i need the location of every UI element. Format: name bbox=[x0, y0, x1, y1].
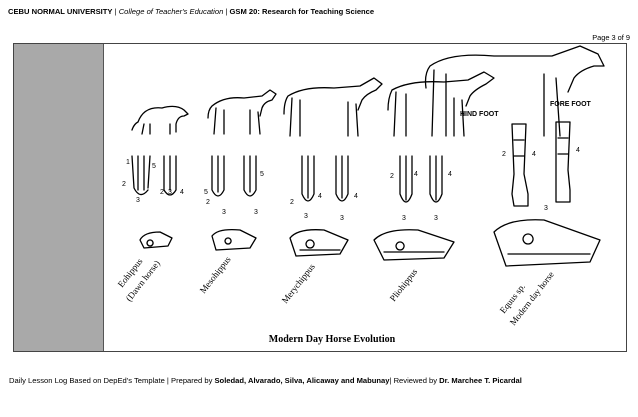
footer-reviewer: Dr. Marchee T. Picardal bbox=[439, 376, 522, 385]
digit-number: 2 bbox=[290, 199, 294, 206]
digit-number: 3 bbox=[544, 205, 548, 212]
equus-hind-foot bbox=[511, 123, 529, 207]
pliohippus-body bbox=[387, 71, 495, 137]
equus-fore-foot bbox=[555, 121, 571, 203]
hind-foot-label: HIND FOOT bbox=[460, 111, 499, 118]
gray-margin-band bbox=[14, 44, 104, 351]
digit-number: 3 bbox=[340, 215, 344, 222]
digit-number: 4 bbox=[532, 151, 536, 158]
digit-number: 2 bbox=[502, 151, 506, 158]
digit-number: 3 bbox=[434, 215, 438, 222]
digit-number: 4 bbox=[448, 171, 452, 178]
digit-number: 1 bbox=[126, 159, 130, 166]
digit-number: 4 bbox=[318, 193, 322, 200]
mesohippus-body bbox=[207, 89, 277, 135]
equus-body bbox=[424, 45, 605, 137]
merychippus-feet bbox=[301, 155, 349, 202]
digit-number: 5 bbox=[152, 163, 156, 170]
digit-number: 3 bbox=[254, 209, 258, 216]
digit-number: 4 bbox=[354, 193, 358, 200]
document-header: CEBU NORMAL UNIVERSITY | College of Teac… bbox=[8, 7, 374, 16]
footer-authors: Soledad, Alvarado, Silva, Alicaway and M… bbox=[214, 376, 390, 385]
figure-title: Modern Day Horse Evolution bbox=[269, 334, 396, 345]
digit-number: 3 bbox=[304, 213, 308, 220]
digit-number: 2 bbox=[206, 199, 210, 206]
digit-number: 5 bbox=[204, 189, 208, 196]
digit-number: 2 bbox=[390, 173, 394, 180]
college-name: College of Teacher's Education bbox=[118, 7, 224, 16]
mesohippus-feet bbox=[211, 155, 257, 197]
digit-number: 4 bbox=[180, 189, 184, 196]
digit-number: 3 bbox=[136, 197, 140, 204]
eohippus-body bbox=[131, 105, 189, 135]
header-separator: | bbox=[223, 7, 230, 16]
merychippus-skull bbox=[289, 229, 349, 257]
species-name: Mesohippus bbox=[198, 254, 233, 295]
digit-number: 2 bbox=[160, 189, 164, 196]
digit-number: 4 bbox=[414, 171, 418, 178]
header-separator: | bbox=[112, 7, 119, 16]
digit-number: 2 bbox=[122, 181, 126, 188]
digit-number: 3 bbox=[222, 209, 226, 216]
digit-number: 3 bbox=[402, 215, 406, 222]
digit-number: 5 bbox=[260, 171, 264, 178]
species-name: Merychippus bbox=[280, 261, 317, 305]
digit-labels: 1 5 2 3 2 3 4 5 2 5 3 3 3 2 4 4 3 2 4 4 … bbox=[122, 147, 580, 222]
footer-prefix: Daily Lesson Log Based on DepEd's Templa… bbox=[9, 376, 215, 385]
mesohippus-skull bbox=[211, 228, 257, 251]
evolution-illustration: 1 5 2 3 2 3 4 5 2 5 3 3 3 2 4 4 3 2 4 4 … bbox=[116, 45, 605, 345]
page-number: Page 3 of 9 bbox=[592, 33, 630, 42]
species-name: Pliohippus bbox=[388, 266, 420, 303]
university-name: CEBU NORMAL UNIVERSITY bbox=[8, 7, 113, 16]
pliohippus-skull bbox=[373, 229, 455, 261]
equus-skull bbox=[493, 219, 601, 267]
digit-number: 3 bbox=[168, 189, 172, 196]
footer-middle: | Reviewed by bbox=[389, 376, 440, 385]
figure-frame bbox=[13, 43, 627, 352]
eohippus-feet bbox=[131, 155, 177, 196]
pliohippus-feet bbox=[399, 155, 443, 203]
eohippus-skull bbox=[139, 231, 173, 249]
digit-number: 4 bbox=[576, 147, 580, 154]
merychippus-body bbox=[283, 77, 383, 137]
fore-foot-label: FORE FOOT bbox=[550, 101, 592, 108]
course-title: GSM 20: Research for Teaching Science bbox=[229, 7, 375, 16]
document-footer: Daily Lesson Log Based on DepEd's Templa… bbox=[9, 376, 522, 385]
horse-evolution-figure: 1 5 2 3 2 3 4 5 2 5 3 3 3 2 4 4 3 2 4 4 … bbox=[104, 44, 626, 351]
